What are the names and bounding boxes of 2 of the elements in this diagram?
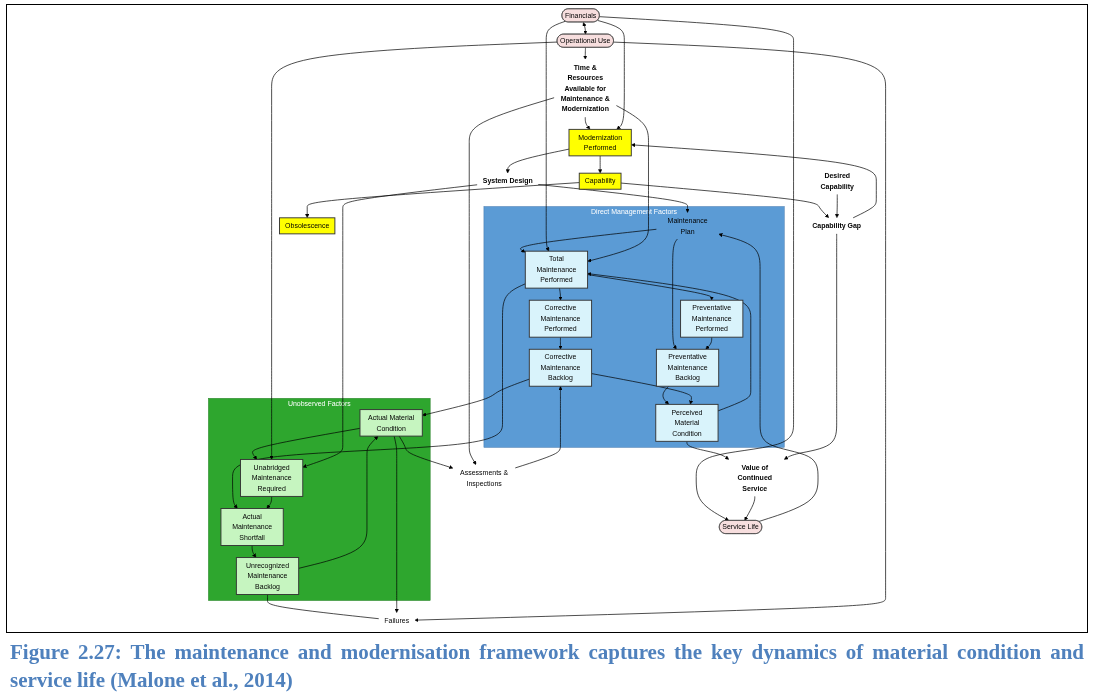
figure-caption: Figure 2.27: The maintenance and modernisation framework captures the key dynamics of material condition and service life (Malone et al., 2014) [9,639,1085,694]
connector [267,594,380,620]
